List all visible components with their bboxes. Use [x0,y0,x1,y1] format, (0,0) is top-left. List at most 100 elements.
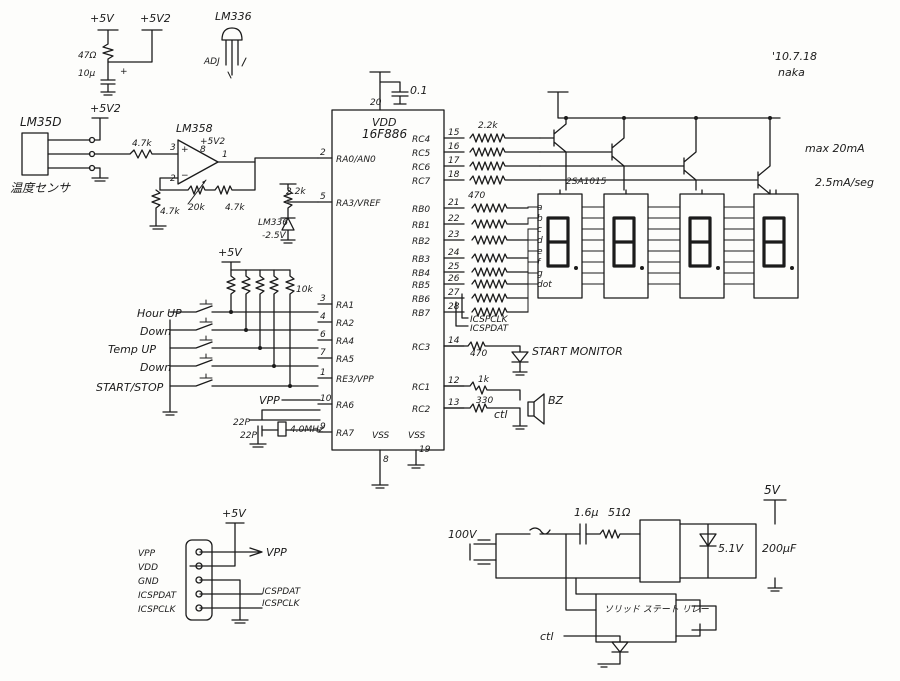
ic-right-pin-num: 16 [448,142,460,152]
digit-body [603,193,649,299]
ic-right-pin-num: 13 [448,398,460,408]
ic-right-pin-name: RB5 [412,281,430,291]
c10u-label: 10μ [78,69,95,79]
digit-segments [762,216,786,268]
digit-body [679,193,725,299]
button-plunger [199,353,213,359]
push-button [169,323,319,331]
opamp-rfb-label: 4.7k [225,203,245,213]
buttons-r10k-label: 10k [296,285,313,295]
pullup-resistor [269,269,279,367]
opamp-pin8: 8 [200,145,206,155]
buzzer-section: 1k 330 BZ ctl [443,375,564,430]
bridge-rectifier [639,519,681,583]
pnp-transistor [539,117,771,195]
sensor-p5v2-label: +5V2 [90,102,121,115]
pnp-transistor [539,117,567,191]
segment-resistor [471,307,529,317]
junction-dot [564,116,568,120]
ic-left-pin-num: 7 [320,348,326,358]
plus-sign: + [120,67,128,77]
digit-dot [574,266,578,270]
seven-segment-digit [537,189,583,299]
seg-current-label: 2.5mA/seg [815,176,874,189]
digit-dot [790,266,794,270]
push-button [169,359,319,367]
lm336-package-sketch: LM336 ADJ [203,10,252,79]
segment-letter: f [537,258,542,268]
ic-left-pin-num: 3 [320,294,326,304]
icsp-dat-side: ICSPDAT [470,324,510,334]
opamp-rgnd-label: 4.7k [160,207,180,217]
ic-right-pin-name: RB6 [412,295,430,305]
digit-r-label: 2.2k [478,121,498,131]
svg-text:−: − [181,171,189,181]
osc-vpp-label: VPP [259,394,280,407]
ic-left-pin-name: RA3/VREF [336,199,381,209]
junction-dot [694,116,698,120]
header-pin-label: ICSPDAT [138,591,178,601]
digit-resistor [469,175,541,185]
lm35d-body [21,132,49,176]
digit-resistor [469,133,541,143]
ic-right-pin-name: RC5 [412,149,431,159]
segment-resistor [471,253,529,263]
opamp-rin-label: 4.7k [132,139,152,149]
header-pin [195,590,203,598]
digit-segments [688,216,712,268]
ic-left-pins: 2RA0/AN05RA3/VREF3RA14RA26RA47RA51RE3/VP… [317,148,381,439]
segment-letter: e [537,247,543,257]
button-label: START/STOP [96,381,164,394]
ic-right-pin-num: 28 [448,302,460,312]
opamp-pin2: 2 [170,174,176,184]
ic-vss2-label: VSS [408,431,426,441]
digit-segments [612,216,636,268]
seven-segment-digit [603,189,649,299]
ic-left-pin-name: RA4 [336,337,354,347]
button-plunger [199,373,213,379]
ic-right-pin-num: 27 [448,288,460,298]
digit-drivers [469,116,772,195]
header-pin-label: VDD [138,563,158,573]
ic-right-pin-name: RC1 [412,383,430,393]
junction-dot [244,328,248,332]
opamp-pin3: 3 [170,143,176,153]
button-label: Down [140,325,171,338]
push-button [169,379,319,387]
cap-out-label: 200μF [762,542,797,555]
buzzer-label: BZ [548,394,564,407]
pic-16f886: VDD 16F886 20 0.1 VSS VSS 8 19 [331,71,445,489]
oscillator-section: VPP 22P 22P 4.0MHz [233,394,324,448]
button-label: Hour UP [137,307,182,320]
pullup-resistor [255,269,265,349]
ic-right-pin-num: 17 [448,156,460,166]
ic-left-pin-name: RA5 [336,355,354,365]
segment-resistor [471,203,529,213]
r51-label: 51Ω [608,506,631,519]
header-pin-label: ICSPCLK [138,605,177,615]
out-5v-label: 5V [764,483,781,497]
header-out-vpp: VPP [266,546,287,559]
segment-resistor [471,293,529,303]
seven-segment-digit [753,189,799,299]
opamp-pot-label: 20k [188,203,205,213]
junction-dot [229,310,233,314]
opamp-pin1: 1 [222,150,228,160]
ic-name-label: 16F886 [362,127,407,141]
header-pin [195,576,203,584]
header-out-clk: ICSPCLK [262,599,301,609]
vref-part-label: LM336 [258,218,288,228]
opamp-section: LM358 +5V2 4.7k + − 3 2 8 1 4.7k 20k 4.7… [94,122,319,230]
temp-sensor-section: LM35D +5V2 温度センサ [10,102,121,195]
ic-left-pin-name: RA6 [336,401,354,411]
opamp-part-label: LM358 [176,122,213,135]
ic-pin-vss2: 19 [419,445,431,455]
pullup-resistor [285,269,295,387]
digit-driver-section: 2.2k 2SA1015 max 20mA 2.5mA/seg [478,91,874,189]
p5v-label: +5V [90,12,115,25]
seven-segment-displays [537,189,799,299]
opamp-p5v2-label: +5V2 [200,137,225,147]
transistor-label: 2SA1015 [566,177,607,187]
